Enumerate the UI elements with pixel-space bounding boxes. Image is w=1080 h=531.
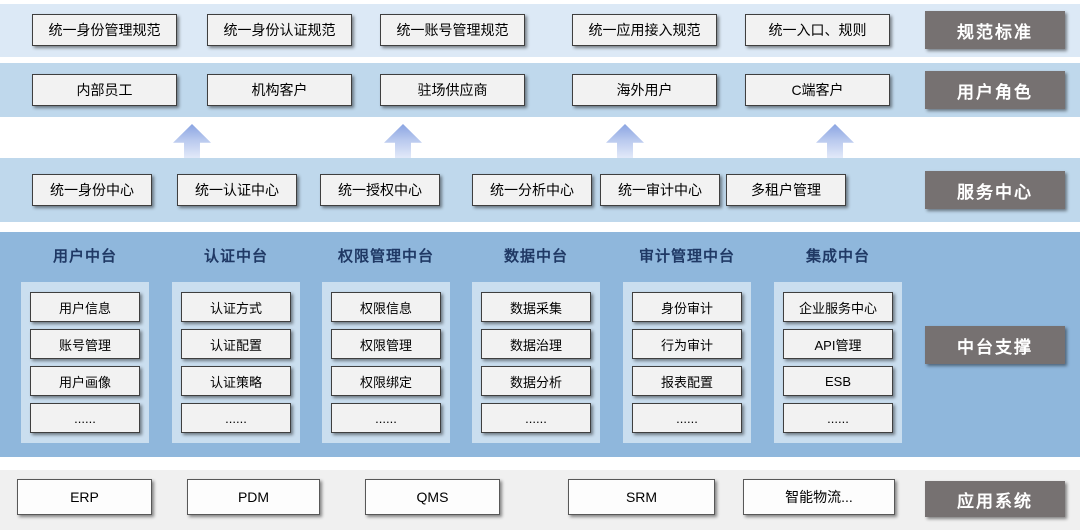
application-systems-band: ERP PDM QMS SRM 智能物流... 应用系统 xyxy=(0,470,1080,530)
platform-item-box: 权限绑定 xyxy=(331,366,441,396)
platform-item-box: 数据采集 xyxy=(481,292,591,322)
platform-item-box: ...... xyxy=(481,403,591,433)
platform-item-box: ...... xyxy=(632,403,742,433)
up-arrow-icon xyxy=(173,124,211,160)
standard-box: 统一应用接入规范 xyxy=(572,14,717,46)
platform-item-box: ...... xyxy=(783,403,893,433)
platform-column-title: 权限管理中台 xyxy=(337,248,434,265)
platform-item-box: 数据治理 xyxy=(481,329,591,359)
platform-item-box: 报表配置 xyxy=(632,366,742,396)
platform-item-box: ESB xyxy=(783,366,893,396)
platform-column-panel: 用户信息 账号管理 用户画像 ...... xyxy=(21,282,149,443)
platform-item-box: 用户信息 xyxy=(30,292,140,322)
platform-item-box: ...... xyxy=(30,403,140,433)
service-box: 统一身份中心 xyxy=(32,174,152,206)
platform-item-box: 认证配置 xyxy=(181,329,291,359)
platform-column-panel: 权限信息 权限管理 权限绑定 ...... xyxy=(322,282,450,443)
standards-row-label: 规范标准 xyxy=(925,11,1065,49)
platform-column-title: 数据中台 xyxy=(503,248,568,265)
platform-column-integration: 集成中台 企业服务中心 API管理 ESB ...... xyxy=(774,232,902,457)
standards-band: 统一身份管理规范 统一身份认证规范 统一账号管理规范 统一应用接入规范 统一入口… xyxy=(0,4,1080,57)
platform-support-band: 用户中台 用户信息 账号管理 用户画像 ...... 认证中台 认证方式 认证配… xyxy=(0,232,1080,457)
role-box: 机构客户 xyxy=(207,74,352,106)
platform-item-box: 权限信息 xyxy=(331,292,441,322)
role-box: 驻场供应商 xyxy=(380,74,525,106)
service-box: 多租户管理 xyxy=(726,174,846,206)
platform-item-box: ...... xyxy=(181,403,291,433)
standard-box: 统一账号管理规范 xyxy=(380,14,525,46)
service-centers-row-label: 服务中心 xyxy=(925,171,1065,209)
standard-box: 统一身份认证规范 xyxy=(207,14,352,46)
platform-item-box: 认证方式 xyxy=(181,292,291,322)
platform-item-box: 权限管理 xyxy=(331,329,441,359)
user-roles-band: 内部员工 机构客户 驻场供应商 海外用户 C端客户 用户角色 xyxy=(0,63,1080,117)
up-arrow-icon xyxy=(606,124,644,160)
platform-item-box: 行为审计 xyxy=(632,329,742,359)
application-box: QMS xyxy=(365,479,500,515)
application-systems-row-label: 应用系统 xyxy=(925,481,1065,517)
platform-item-box: 数据分析 xyxy=(481,366,591,396)
service-centers-band: 统一身份中心 统一认证中心 统一授权中心 统一分析中心 统一审计中心 多租户管理… xyxy=(0,158,1080,222)
platform-column-title: 审计管理中台 xyxy=(638,248,735,265)
service-box: 统一认证中心 xyxy=(177,174,297,206)
application-box: 智能物流... xyxy=(743,479,895,515)
user-roles-row-label: 用户角色 xyxy=(925,71,1065,109)
role-box: 海外用户 xyxy=(572,74,717,106)
platform-column-permission: 权限管理中台 权限信息 权限管理 权限绑定 ...... xyxy=(322,232,450,457)
role-box: C端客户 xyxy=(745,74,890,106)
up-arrow-icon xyxy=(816,124,854,160)
platform-column-auth: 认证中台 认证方式 认证配置 认证策略 ...... xyxy=(172,232,300,457)
platform-item-box: ...... xyxy=(331,403,441,433)
service-box: 统一授权中心 xyxy=(320,174,440,206)
platform-column-title: 认证中台 xyxy=(203,248,268,265)
platform-support-row-label: 中台支撑 xyxy=(925,326,1065,364)
standard-box: 统一入口、规则 xyxy=(745,14,890,46)
platform-column-user: 用户中台 用户信息 账号管理 用户画像 ...... xyxy=(21,232,149,457)
platform-item-box: 用户画像 xyxy=(30,366,140,396)
platform-column-panel: 认证方式 认证配置 认证策略 ...... xyxy=(172,282,300,443)
platform-column-title: 集成中台 xyxy=(805,248,870,265)
platform-column-audit: 审计管理中台 身份审计 行为审计 报表配置 ...... xyxy=(623,232,751,457)
platform-item-box: 认证策略 xyxy=(181,366,291,396)
platform-item-box: 企业服务中心 xyxy=(783,292,893,322)
platform-column-panel: 身份审计 行为审计 报表配置 ...... xyxy=(623,282,751,443)
platform-item-box: 账号管理 xyxy=(30,329,140,359)
platform-item-box: API管理 xyxy=(783,329,893,359)
platform-column-panel: 数据采集 数据治理 数据分析 ...... xyxy=(472,282,600,443)
application-box: ERP xyxy=(17,479,152,515)
platform-column-data: 数据中台 数据采集 数据治理 数据分析 ...... xyxy=(472,232,600,457)
platform-column-panel: 企业服务中心 API管理 ESB ...... xyxy=(774,282,902,443)
platform-column-title: 用户中台 xyxy=(52,248,117,265)
service-box: 统一分析中心 xyxy=(472,174,592,206)
application-box: PDM xyxy=(187,479,320,515)
up-arrow-icon xyxy=(384,124,422,160)
application-box: SRM xyxy=(568,479,715,515)
standard-box: 统一身份管理规范 xyxy=(32,14,177,46)
service-box: 统一审计中心 xyxy=(600,174,720,206)
platform-item-box: 身份审计 xyxy=(632,292,742,322)
role-box: 内部员工 xyxy=(32,74,177,106)
